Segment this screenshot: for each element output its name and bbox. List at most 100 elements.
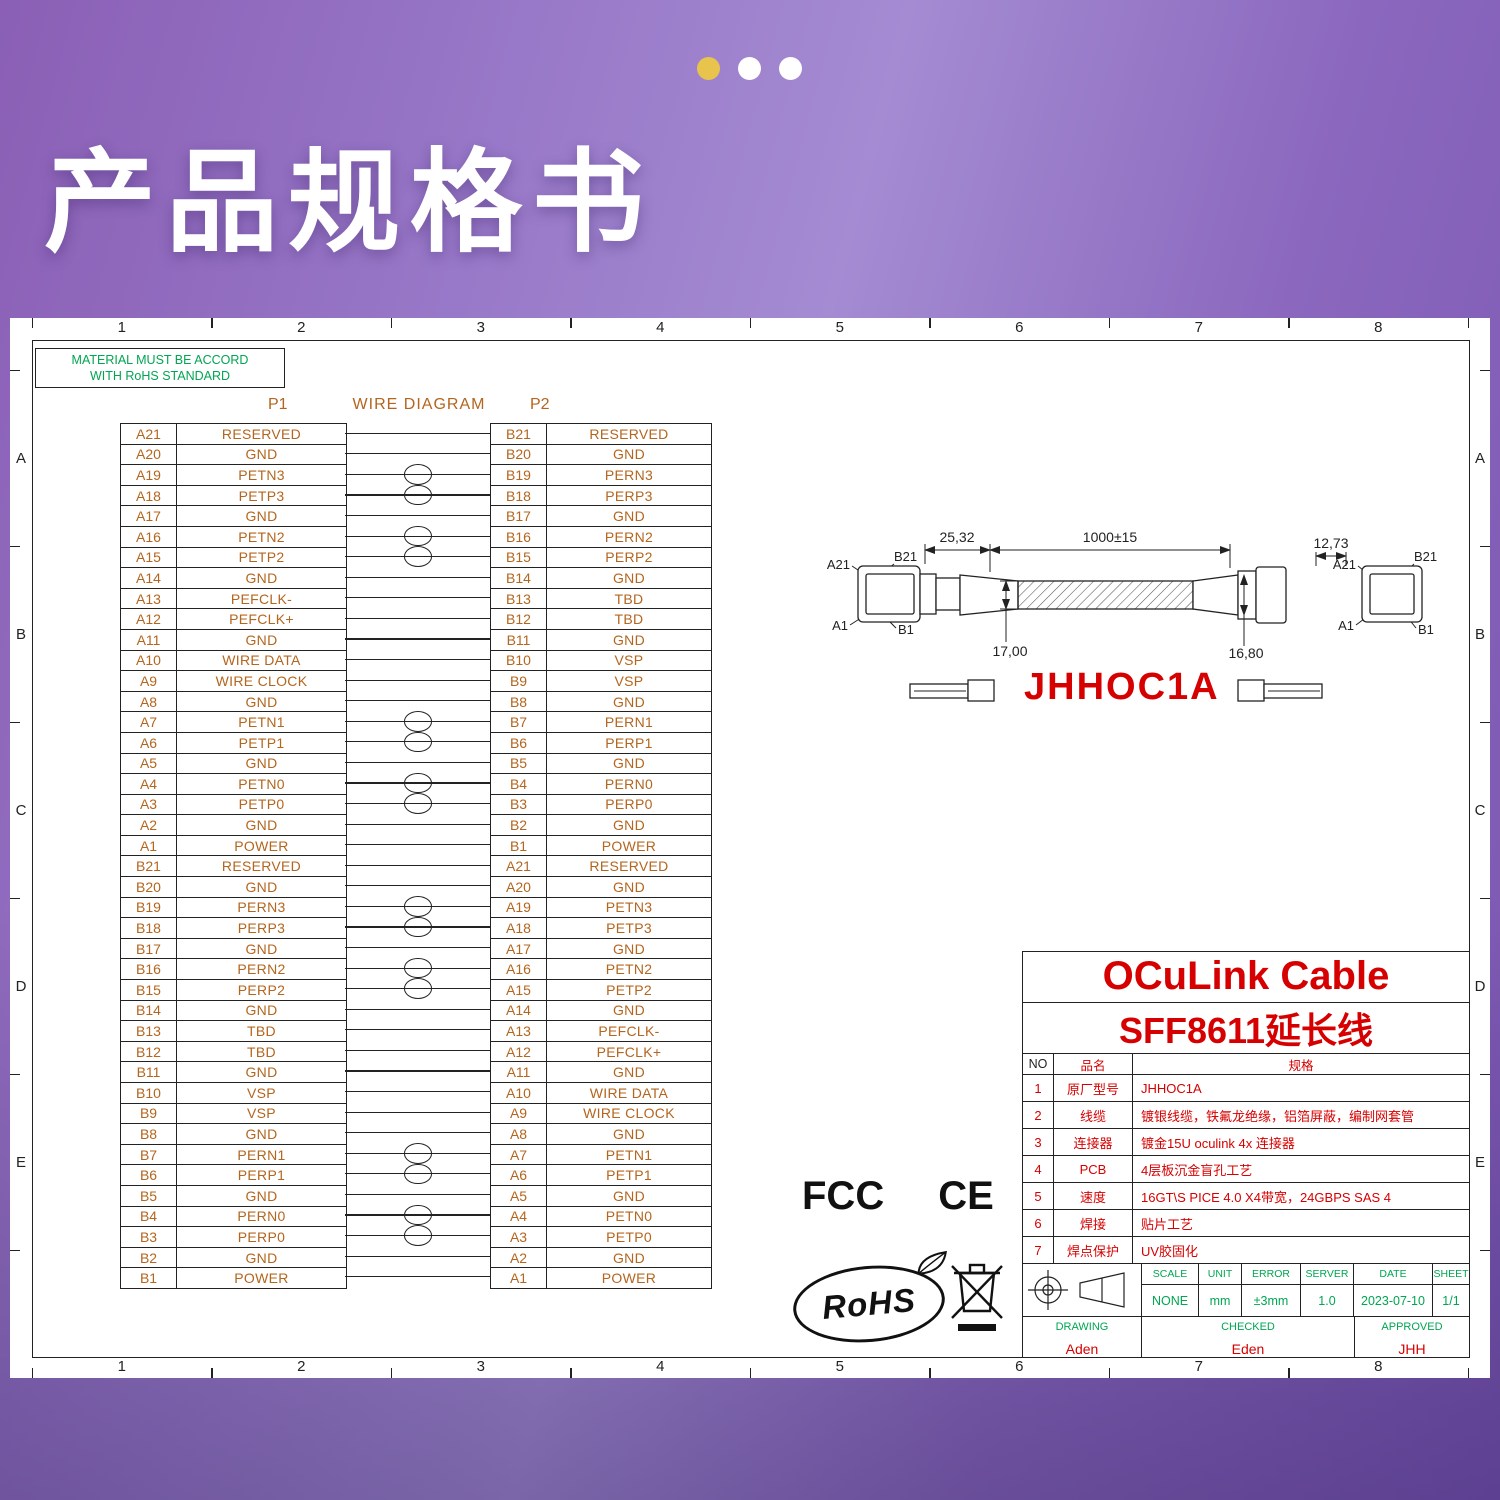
pin-id: B13 <box>491 588 547 609</box>
dim-height-left: 17,00 <box>992 643 1027 659</box>
ruler-tick <box>1108 318 1110 328</box>
ruler-column-number: 3 <box>476 319 485 336</box>
pin-label: A1 <box>1338 618 1354 633</box>
pin-id: A4 <box>491 1206 547 1227</box>
pin-id: A13 <box>491 1021 547 1041</box>
pin-name: WIRE DATA <box>222 652 301 669</box>
rohs-label: RoHS <box>820 1280 918 1327</box>
pin-name: TBD <box>614 611 644 628</box>
pin-name: GND <box>612 631 645 648</box>
ruler-tick <box>1288 1368 1290 1378</box>
pin-name: VSP <box>247 1105 276 1122</box>
ruler-tick <box>1480 369 1490 371</box>
twisted-pair-symbol <box>404 711 432 753</box>
pin-id: B21 <box>121 856 177 877</box>
pin-id: B6 <box>491 732 547 753</box>
meta-value: 1.0 <box>1318 1293 1336 1308</box>
meta-label: UNIT <box>1199 1264 1241 1286</box>
pin-id: B18 <box>121 918 177 938</box>
wire-line <box>345 864 490 866</box>
pin-id: B15 <box>491 547 547 568</box>
wire-line <box>345 1276 490 1278</box>
wire-line <box>345 1111 490 1113</box>
twisted-pair-symbol <box>404 525 432 567</box>
pin-name: PERP1 <box>237 1167 286 1184</box>
pin-name: PERN3 <box>604 466 654 483</box>
ruler-tick <box>1480 1249 1490 1251</box>
dot-white-icon <box>779 57 802 80</box>
wire-line <box>345 453 490 455</box>
pin-id: B3 <box>491 794 547 815</box>
pin-id: A10 <box>491 1083 547 1103</box>
meta-value: mm <box>1209 1293 1231 1308</box>
spec-row-name: 焊接 <box>1054 1210 1133 1237</box>
spec-row-name: 原厂型号 <box>1054 1075 1133 1102</box>
pin-id: B2 <box>491 815 547 835</box>
spec-row-no: 3 <box>1023 1129 1054 1156</box>
pin-id: B15 <box>121 980 177 1000</box>
pin-name: GND <box>612 569 645 586</box>
pin-name: RESERVED <box>589 425 669 442</box>
spec-row-no: 1 <box>1023 1075 1054 1102</box>
pin-name: PETN3 <box>238 466 285 483</box>
pin-name: PETN1 <box>605 1146 653 1163</box>
ruler-tick <box>570 318 572 328</box>
meta-label: SHEET <box>1433 1264 1469 1286</box>
pin-name: RESERVED <box>589 858 669 875</box>
ruler-column-number: 2 <box>297 1358 306 1375</box>
twisted-pair-symbol <box>404 464 432 506</box>
wire-line <box>345 514 490 517</box>
spec-row-name: 线缆 <box>1054 1102 1133 1129</box>
twisted-pair-symbol <box>404 1204 432 1246</box>
pin-id: A9 <box>491 1103 547 1124</box>
ruler-column-number: 8 <box>1374 319 1383 336</box>
pin-label: A21 <box>1333 557 1356 572</box>
pin-name: GND <box>245 631 278 648</box>
pin-id: B6 <box>121 1165 177 1185</box>
pin-name: VSP <box>247 1084 276 1101</box>
ruler-column-number: 1 <box>117 1358 126 1375</box>
wire-line <box>345 1193 490 1196</box>
pin-name: GND <box>245 755 278 772</box>
pin-id: B10 <box>121 1083 177 1103</box>
pin-id: B20 <box>491 444 547 465</box>
rohs-logo: RoHS <box>789 1250 949 1349</box>
ruler-column-number: 7 <box>1194 319 1203 336</box>
pin-name: GND <box>612 446 645 463</box>
pin-id: A8 <box>121 691 177 712</box>
pin-name: GND <box>245 569 278 586</box>
twisted-pair-symbol <box>404 896 432 938</box>
wire-line <box>345 597 490 599</box>
pin-id: A8 <box>491 1124 547 1144</box>
spec-row-name: 速度 <box>1054 1183 1133 1210</box>
pin-id: A3 <box>121 794 177 815</box>
